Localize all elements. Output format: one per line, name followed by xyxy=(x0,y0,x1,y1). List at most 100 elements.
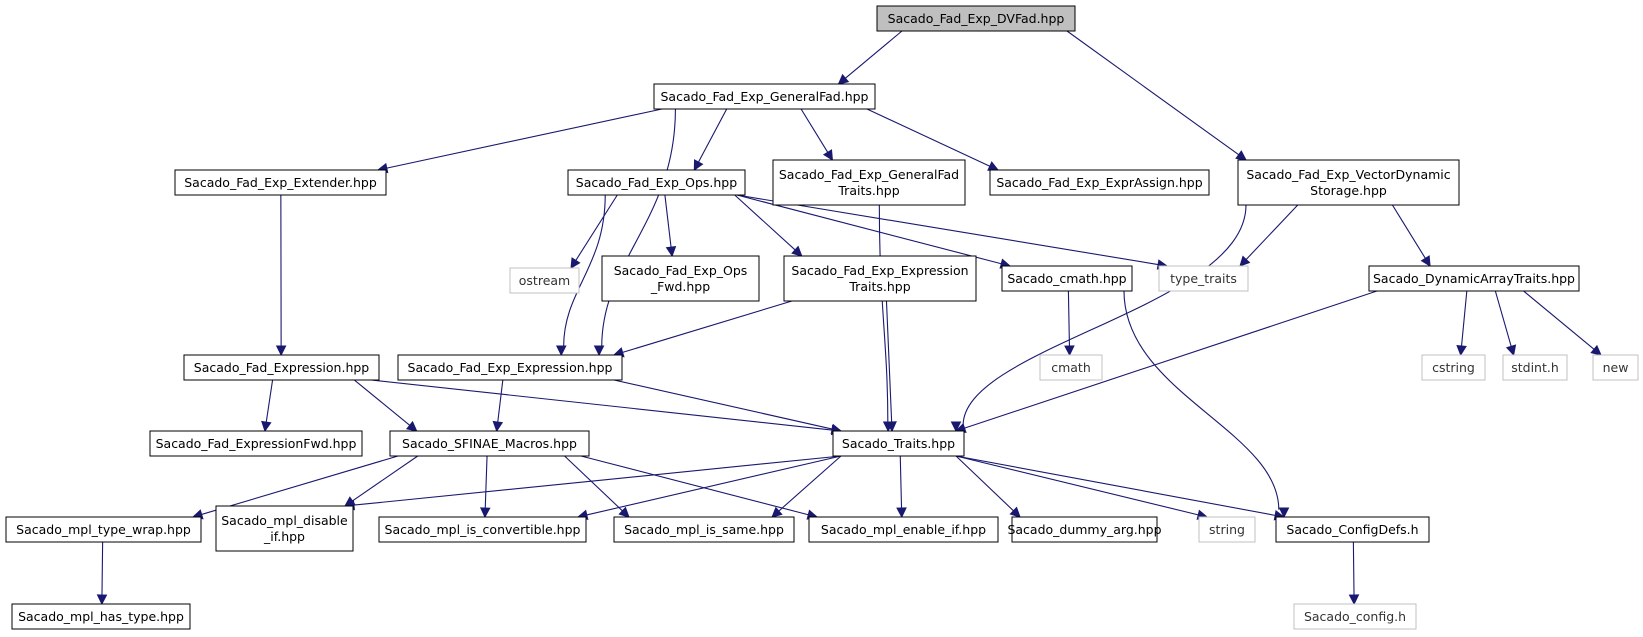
edge-arrowhead xyxy=(261,420,272,433)
node-sfinae[interactable]: Sacado_SFINAE_Macros.hpp xyxy=(389,430,590,457)
edge-line xyxy=(899,455,903,509)
edge-fadexpr-to-traits xyxy=(370,379,843,436)
edge-arrowhead xyxy=(693,159,704,171)
edge-typewrap-to-hastype xyxy=(96,541,108,606)
node-exprfwd[interactable]: Sacado_Fad_ExpressionFwd.hpp xyxy=(149,430,363,457)
edge-line xyxy=(484,455,488,509)
edge-line xyxy=(1523,290,1595,350)
edge-generalfad-to-expexpr xyxy=(593,108,676,357)
node-expexpr[interactable]: Sacado_Fad_Exp_Expression.hpp xyxy=(397,354,623,381)
node-configh: Sacado_config.h xyxy=(1293,603,1417,630)
node-label: Sacado_Fad_Exp_ExprAssign.hpp xyxy=(996,175,1202,190)
node-box xyxy=(1158,265,1249,292)
node-label: _Fwd.hpp xyxy=(650,279,710,294)
edge-traits-to-issame xyxy=(771,455,842,518)
node-box xyxy=(567,169,746,196)
node-box xyxy=(1011,516,1158,543)
edge-arrowhead xyxy=(886,421,897,433)
edge-ops-to-opsfwd xyxy=(664,194,677,258)
node-issame[interactable]: Sacado_mpl_is_same.hpp xyxy=(613,516,795,543)
node-cmath: cmath xyxy=(1039,354,1103,381)
node-label: Sacado_config.h xyxy=(1304,609,1406,624)
node-configdefs[interactable]: Sacado_ConfigDefs.h xyxy=(1275,516,1430,543)
node-box xyxy=(989,169,1210,196)
edge-sfinae-to-enableif xyxy=(580,455,819,520)
edge-line xyxy=(885,300,893,423)
node-box xyxy=(1275,516,1430,543)
node-box xyxy=(378,516,587,543)
edge-arrowhead xyxy=(618,506,630,518)
node-box xyxy=(876,5,1076,32)
node-box xyxy=(808,516,999,543)
edge-dvfad-to-vecdyn xyxy=(1066,30,1247,161)
edge-cmathhpp-to-cmath xyxy=(1064,290,1075,357)
node-generalfad[interactable]: Sacado_Fad_Exp_GeneralFad.hpp xyxy=(653,83,876,110)
node-box xyxy=(5,516,202,543)
edge-line xyxy=(878,204,889,423)
node-extender[interactable]: Sacado_Fad_Exp_Extender.hpp xyxy=(174,169,387,196)
node-ops[interactable]: Sacado_Fad_Exp_Ops.hpp xyxy=(567,169,746,196)
node-box xyxy=(11,603,191,630)
edge-dyntraits-to-new xyxy=(1523,290,1602,356)
node-label: Sacado_mpl_disable xyxy=(221,513,348,528)
edge-arrowhead xyxy=(555,345,567,357)
edge-line xyxy=(265,379,274,423)
node-box xyxy=(397,354,623,381)
edge-arrowhead xyxy=(1505,344,1517,357)
node-traits[interactable]: Sacado_Traits.hpp xyxy=(832,430,965,457)
edge-sfinae-to-isconv xyxy=(479,455,491,519)
node-ostream: ostream xyxy=(509,267,580,294)
edge-line xyxy=(962,204,1247,426)
edge-line xyxy=(734,194,796,251)
node-label: ostream xyxy=(519,273,570,288)
node-label: Sacado_dummy_arg.hpp xyxy=(1007,522,1161,537)
edge-vecdyn-to-dyntraits xyxy=(1391,204,1431,267)
node-label: Sacado_SFINAE_Macros.hpp xyxy=(402,436,577,451)
edge-traits-to-enableif xyxy=(896,455,907,519)
edge-ops-to-ostream xyxy=(570,194,618,269)
node-dyntraits[interactable]: Sacado_DynamicArrayTraits.hpp xyxy=(1368,265,1580,292)
node-label: string xyxy=(1209,522,1245,537)
node-cstring: cstring xyxy=(1421,354,1486,381)
node-layer: Sacado_Fad_Exp_DVFad.hppSacado_Fad_Exp_G… xyxy=(5,5,1639,630)
edge-line xyxy=(622,300,793,353)
edge-arrowhead xyxy=(950,421,962,433)
node-fadexpr[interactable]: Sacado_Fad_Expression.hpp xyxy=(183,354,380,381)
node-label: Sacado_Fad_Exp_GeneralFad.hpp xyxy=(661,89,869,104)
edge-line xyxy=(575,194,618,261)
edge-line xyxy=(964,290,1378,429)
node-label: Sacado_mpl_enable_if.hpp xyxy=(821,522,986,537)
node-isconv[interactable]: Sacado_mpl_is_convertible.hpp xyxy=(378,516,587,543)
node-disableif[interactable]: Sacado_mpl_disable_if.hpp xyxy=(215,505,354,552)
node-label: Sacado_mpl_is_same.hpp xyxy=(624,522,784,537)
edge-line xyxy=(580,455,809,516)
edge-line xyxy=(1123,290,1280,510)
node-enableif[interactable]: Sacado_mpl_enable_if.hpp xyxy=(808,516,999,543)
edge-layer xyxy=(96,30,1602,606)
node-typewrap[interactable]: Sacado_mpl_type_wrap.hpp xyxy=(5,516,202,543)
node-dummyarg[interactable]: Sacado_dummy_arg.hpp xyxy=(1007,516,1162,543)
node-cmathhpp[interactable]: Sacado_cmath.hpp xyxy=(1001,265,1133,292)
edge-arrowhead xyxy=(822,149,834,161)
edge-cmathhpp-to-configdefs xyxy=(1123,290,1290,519)
node-label: Sacado_ConfigDefs.h xyxy=(1286,522,1418,537)
edge-arrowhead xyxy=(791,245,803,257)
edge-line xyxy=(497,379,504,423)
edge-line xyxy=(601,108,676,347)
edge-line xyxy=(664,194,672,248)
edge-arrowhead xyxy=(1590,344,1602,356)
node-opsfwd[interactable]: Sacado_Fad_Exp_Ops_Fwd.hpp xyxy=(601,255,760,302)
node-dvfad[interactable]: Sacado_Fad_Exp_DVFad.hpp xyxy=(876,5,1076,32)
node-exprassign[interactable]: Sacado_Fad_Exp_ExprAssign.hpp xyxy=(989,169,1210,196)
edge-line xyxy=(736,194,1159,266)
edge-dyntraits-to-cstring xyxy=(1456,290,1468,357)
node-label: cmath xyxy=(1051,360,1091,375)
edge-expexpr-to-traits xyxy=(613,379,843,435)
edge-arrowhead xyxy=(405,420,418,432)
node-hastype[interactable]: Sacado_mpl_has_type.hpp xyxy=(11,603,191,630)
edge-line xyxy=(353,379,411,426)
